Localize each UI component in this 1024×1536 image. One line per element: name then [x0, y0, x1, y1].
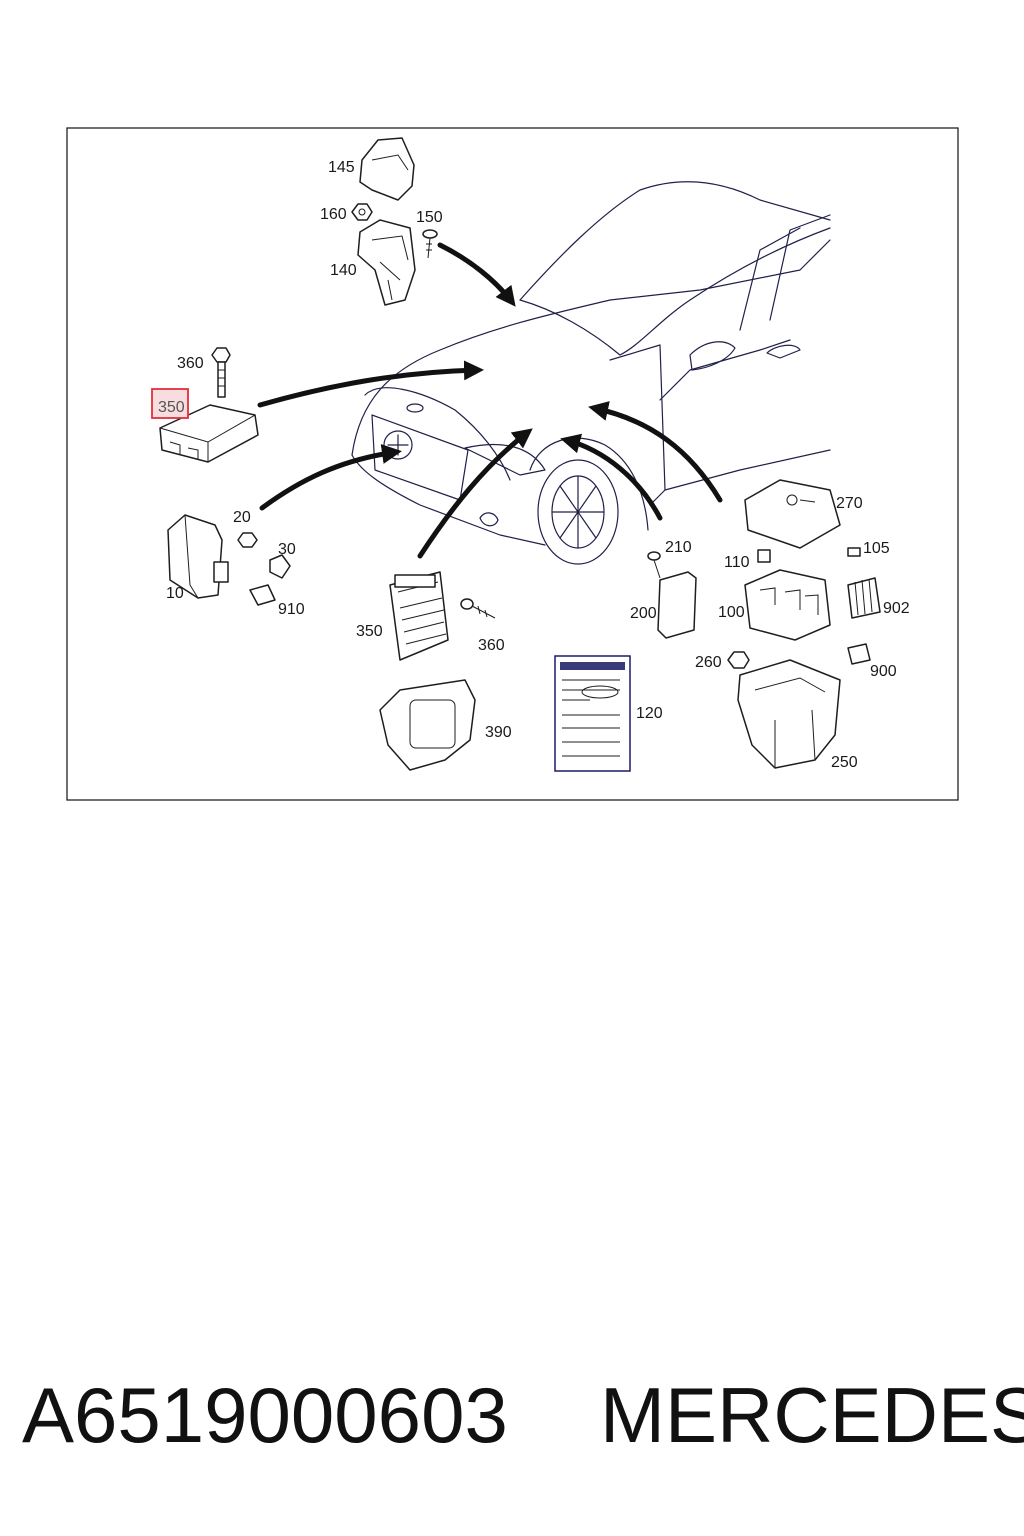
- callout-902: 902: [883, 600, 910, 617]
- arrows: [257, 242, 723, 559]
- part-number: A6519000603: [22, 1371, 508, 1459]
- part-200-relay: [657, 571, 697, 639]
- part-210-screw: [647, 551, 661, 579]
- callout-10: 10: [166, 585, 184, 602]
- callout-350: 350: [356, 623, 383, 640]
- callout-360: 360: [478, 637, 505, 654]
- parts-diagram: 145 160 150 140 360 350 20 30 10 910 350…: [66, 127, 959, 801]
- part-110-fuse: [757, 549, 771, 563]
- callout-105: 105: [863, 540, 890, 557]
- callout-150: 150: [416, 209, 443, 226]
- highlight-box: [151, 388, 189, 419]
- part-160-nut: [351, 203, 373, 221]
- callout-270: 270: [836, 495, 863, 512]
- callout-360-top: 360: [177, 355, 204, 372]
- callout-200: 200: [630, 605, 657, 622]
- callout-160: 160: [320, 206, 347, 223]
- callout-910: 910: [278, 601, 305, 618]
- callout-140: 140: [330, 262, 357, 279]
- part-360-bolt-mid: [460, 598, 496, 619]
- part-390-bracket: [379, 679, 476, 771]
- part-350-control-unit-small: [159, 404, 259, 463]
- part-100-fusebox: [744, 569, 831, 641]
- part-145-cover: [359, 137, 415, 201]
- part-30-clip: [269, 554, 291, 579]
- caption: A6519000603 MERCEDES: [22, 1370, 1024, 1470]
- callout-20: 20: [233, 509, 251, 526]
- part-260-nut: [727, 651, 750, 669]
- part-120-label: [554, 655, 631, 772]
- callout-210: 210: [665, 539, 692, 556]
- car-illustration: [351, 181, 831, 565]
- part-10-sensor: [167, 514, 229, 599]
- callout-110: 110: [724, 554, 750, 571]
- callout-260: 260: [695, 654, 722, 671]
- callout-250: 250: [831, 754, 858, 771]
- callout-900: 900: [870, 663, 897, 680]
- callout-30: 30: [278, 541, 296, 558]
- part-150-screw: [422, 229, 438, 259]
- brand-name: MERCEDES: [600, 1371, 1024, 1459]
- part-900-connector: [847, 643, 871, 665]
- callout-100: 100: [718, 604, 745, 621]
- part-360-bolt-top: [211, 347, 231, 398]
- callout-390: 390: [485, 724, 512, 741]
- part-350-ecu: [389, 571, 449, 661]
- part-105-fuse: [847, 547, 861, 557]
- part-910-connector: [249, 584, 276, 606]
- part-250-housing: [737, 659, 841, 769]
- part-902-fuse-bank: [847, 577, 881, 619]
- part-20-nut: [237, 532, 258, 548]
- part-270-fusebox-cover: [744, 479, 841, 549]
- callouts: 145 160 150 140 360 350 20 30 10 910 350…: [158, 159, 910, 771]
- callout-350-highlighted: 350: [158, 399, 185, 416]
- callout-120: 120: [636, 705, 663, 722]
- part-140-module: [357, 219, 416, 306]
- callout-145: 145: [328, 159, 355, 176]
